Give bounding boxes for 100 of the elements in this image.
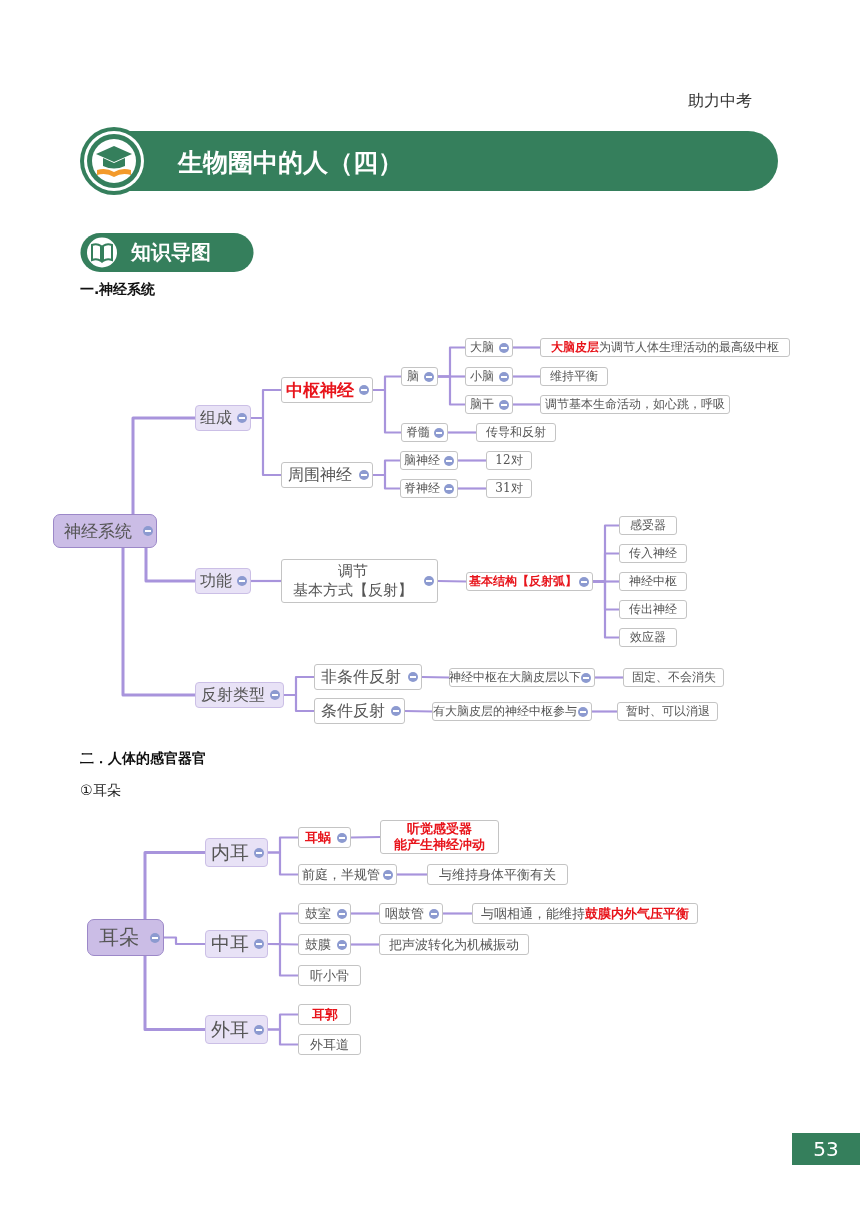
topic-text: 大脑 (470, 339, 494, 356)
branch-topic-box (205, 1015, 268, 1044)
topic-text: 前庭，半规管 (301, 865, 380, 884)
connector-line (593, 580, 619, 639)
topic-box (298, 1034, 361, 1055)
branch-topic-box (205, 838, 268, 867)
topic-box (472, 903, 698, 924)
connector-line (351, 912, 379, 915)
topic-box (400, 451, 458, 470)
topic-text: 耳朵 (98, 924, 139, 951)
topic-box (619, 572, 687, 591)
page-title: 生物圈中的人（四） (178, 147, 403, 179)
topic-box (619, 516, 677, 535)
connector-line (458, 487, 486, 490)
topic-box (540, 338, 790, 357)
topic-text: 小脑 (470, 368, 494, 385)
topic-text: 传导和反射 (486, 424, 546, 441)
branch-topic-box (205, 930, 268, 958)
topic-text: 鼓室 (304, 904, 331, 923)
topic-box (449, 668, 595, 687)
topic-text: 神经中枢在大脑皮层以下 (449, 669, 581, 686)
topic-box (298, 864, 397, 885)
topic-text: 听觉感受器 (407, 820, 472, 837)
connector-line (251, 416, 281, 477)
topic-text: 功能 (200, 570, 232, 592)
topic-box (486, 479, 532, 498)
connector-line (268, 942, 298, 977)
topic-text: 基本结构【反射弧】 (468, 573, 577, 590)
topic-box (465, 338, 513, 357)
topic-text: 脊髓 (405, 424, 430, 441)
topic-text: 耳蜗 (304, 828, 331, 847)
topic-box (298, 1004, 351, 1025)
connector-line (373, 388, 401, 434)
topic-text: 传出神经 (629, 601, 677, 618)
topic-text: 与咽相通，能维持鼓膜内外气压平衡 (481, 904, 689, 923)
connector-line (268, 851, 298, 876)
connector-line (448, 431, 476, 434)
topic-box (466, 572, 593, 591)
topic-text: 脑神经 (404, 452, 440, 469)
topic-text: 神经中枢 (629, 573, 677, 590)
connector-line (438, 579, 466, 583)
topic-text: 与维持身体平衡有关 (439, 865, 556, 884)
topic-text: 耳郭 (311, 1005, 338, 1024)
connector-line (144, 548, 195, 583)
branch-topic-box (195, 682, 284, 708)
connector-line (421, 675, 450, 679)
topic-text: 31对 (495, 480, 523, 497)
topic-text: 能产生神经冲动 (394, 837, 485, 854)
topic-text: 内耳 (210, 839, 249, 865)
connector-line (284, 693, 314, 713)
branch-topic-box (195, 568, 251, 594)
section-heading: 知识导图 (131, 239, 211, 266)
connector-line (513, 346, 540, 349)
topic-box (380, 820, 499, 854)
connector-line (443, 912, 472, 915)
connector-line (143, 851, 205, 919)
central-topic-box (53, 514, 157, 548)
topic-text: 暂时、可以消退 (625, 703, 710, 720)
topic-box (401, 423, 448, 442)
subsection-heading: 一.神经系统 (80, 281, 156, 299)
topic-box (465, 395, 513, 414)
topic-box (623, 668, 724, 687)
topic-box (619, 544, 687, 563)
connector-line (373, 473, 400, 490)
topic-text: 组成 (200, 407, 232, 429)
topic-text: 传入神经 (629, 545, 677, 562)
topic-box (476, 423, 556, 442)
topic-box (281, 377, 373, 403)
topic-box (619, 628, 677, 647)
connector-line (351, 943, 379, 946)
topic-text: 把声波转化为机械振动 (389, 935, 519, 954)
topic-text: 中耳 (210, 931, 249, 956)
topic-text: 感受器 (630, 517, 666, 534)
topic-text: 12对 (495, 452, 523, 469)
connector-line (513, 375, 540, 378)
connector-line (131, 416, 195, 514)
topic-text: 条件反射 (320, 700, 385, 722)
connector-line (397, 873, 427, 876)
topic-text: 外耳道 (310, 1035, 349, 1054)
topic-box (281, 559, 438, 603)
topic-text: 基本方式【反射】 (292, 581, 413, 600)
topic-box (298, 934, 351, 955)
topic-box (540, 367, 608, 386)
connector-line (404, 709, 433, 713)
topic-text: 大脑皮层为调节人体生理活动的最高级中枢 (551, 339, 779, 356)
connector-line (143, 956, 205, 1031)
topic-text: 咽鼓管 (384, 904, 424, 923)
topic-text: 调节基本生命活动，如心跳，呼吸 (545, 396, 725, 413)
topic-box (379, 934, 529, 955)
topic-text: 固定、不会消失 (631, 669, 716, 686)
topic-box (298, 827, 351, 848)
topic-text: 非条件反射 (321, 666, 401, 688)
topic-text: 中枢神经 (286, 378, 354, 402)
connector-line (251, 579, 281, 583)
topic-text: 外耳 (210, 1016, 249, 1042)
topic-box (427, 864, 568, 885)
central-topic-box (87, 919, 164, 956)
connector-line (121, 548, 195, 697)
topic-box (486, 451, 532, 470)
topic-text: 反射类型 (200, 684, 265, 706)
